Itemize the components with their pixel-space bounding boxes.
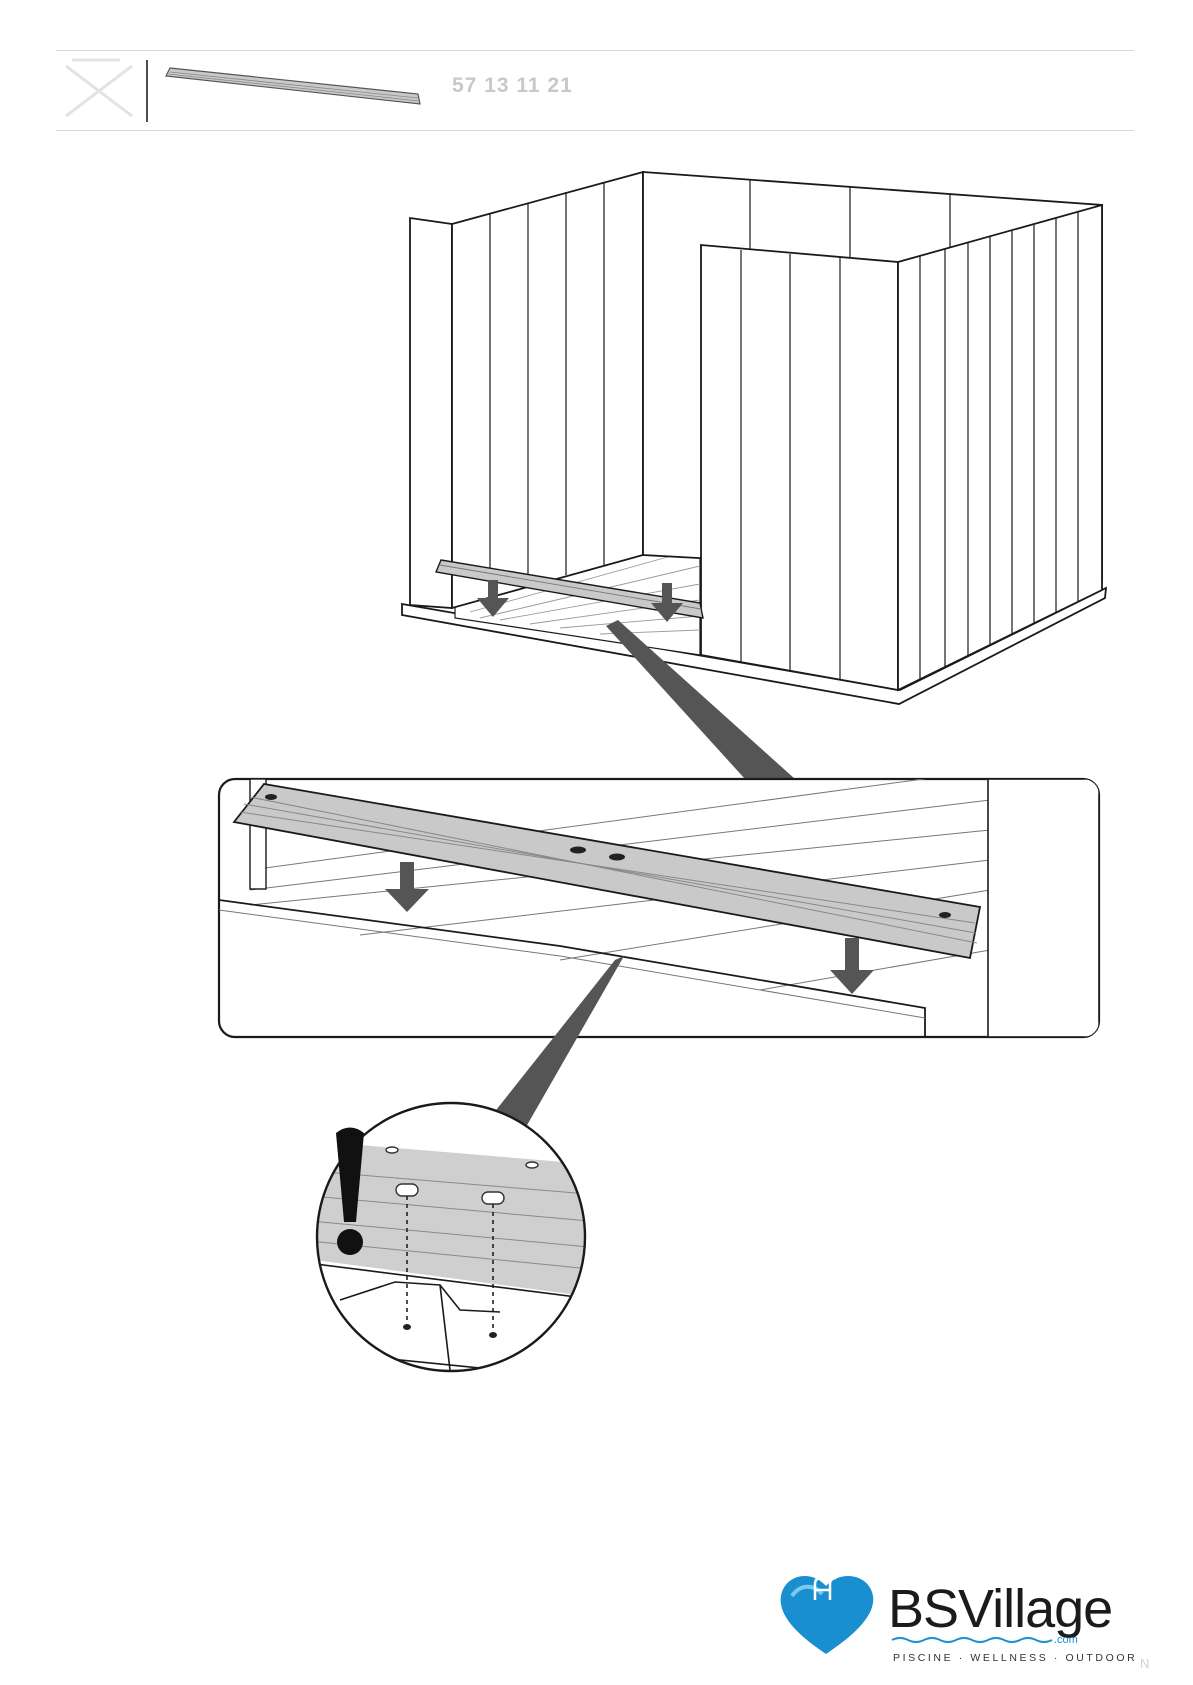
logo-tagline: PISCINE · WELLNESS · OUTDOOR xyxy=(893,1652,1137,1664)
zoom-detail-box xyxy=(219,770,1099,1040)
logo-brand: BSVillage xyxy=(888,1582,1112,1636)
shed-illustration xyxy=(402,172,1106,704)
logo-dotcom: .com xyxy=(1054,1634,1078,1646)
page-mark: N xyxy=(1140,1656,1149,1671)
heart-pool-ladder-icon xyxy=(781,1576,874,1654)
floor-rail-part-icon xyxy=(166,68,420,104)
cross-placeholder-icon xyxy=(66,60,132,116)
